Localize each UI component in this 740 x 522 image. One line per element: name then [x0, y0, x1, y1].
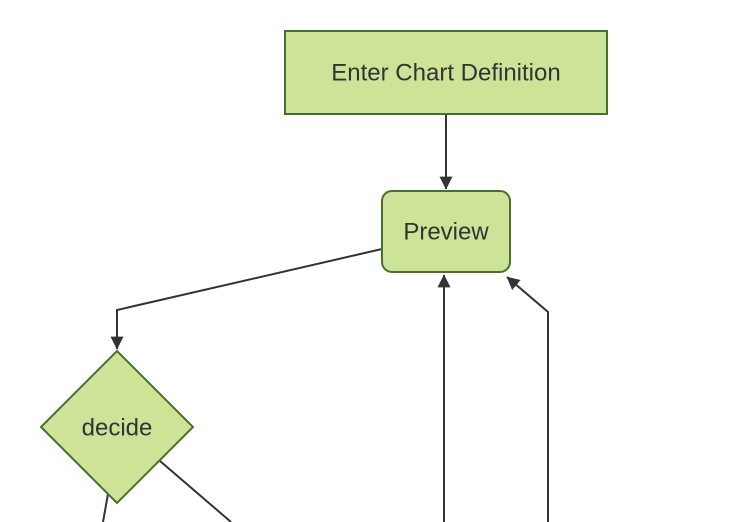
rounded-rectangle-shape [381, 190, 511, 273]
edge-decide-to-offscreen-bottom-left [102, 493, 109, 522]
node-decide: decide [39, 349, 195, 505]
edge-decide-to-offscreen-bottom-right [159, 460, 232, 522]
node-preview: Preview [381, 190, 511, 273]
node-label-enter-chart-definition: Enter Chart Definition [331, 60, 560, 87]
node-label-preview: Preview [403, 219, 489, 246]
edge-offscreen-bottom-right-to-preview [506, 276, 549, 522]
node-label-decide: decide [82, 415, 153, 442]
diamond-shape [39, 349, 195, 505]
edge-preview-to-decide [110, 248, 383, 350]
node-enter-chart-definition: Enter Chart Definition [284, 30, 608, 115]
rectangle-shape [284, 30, 608, 115]
edges-layer [102, 114, 549, 522]
